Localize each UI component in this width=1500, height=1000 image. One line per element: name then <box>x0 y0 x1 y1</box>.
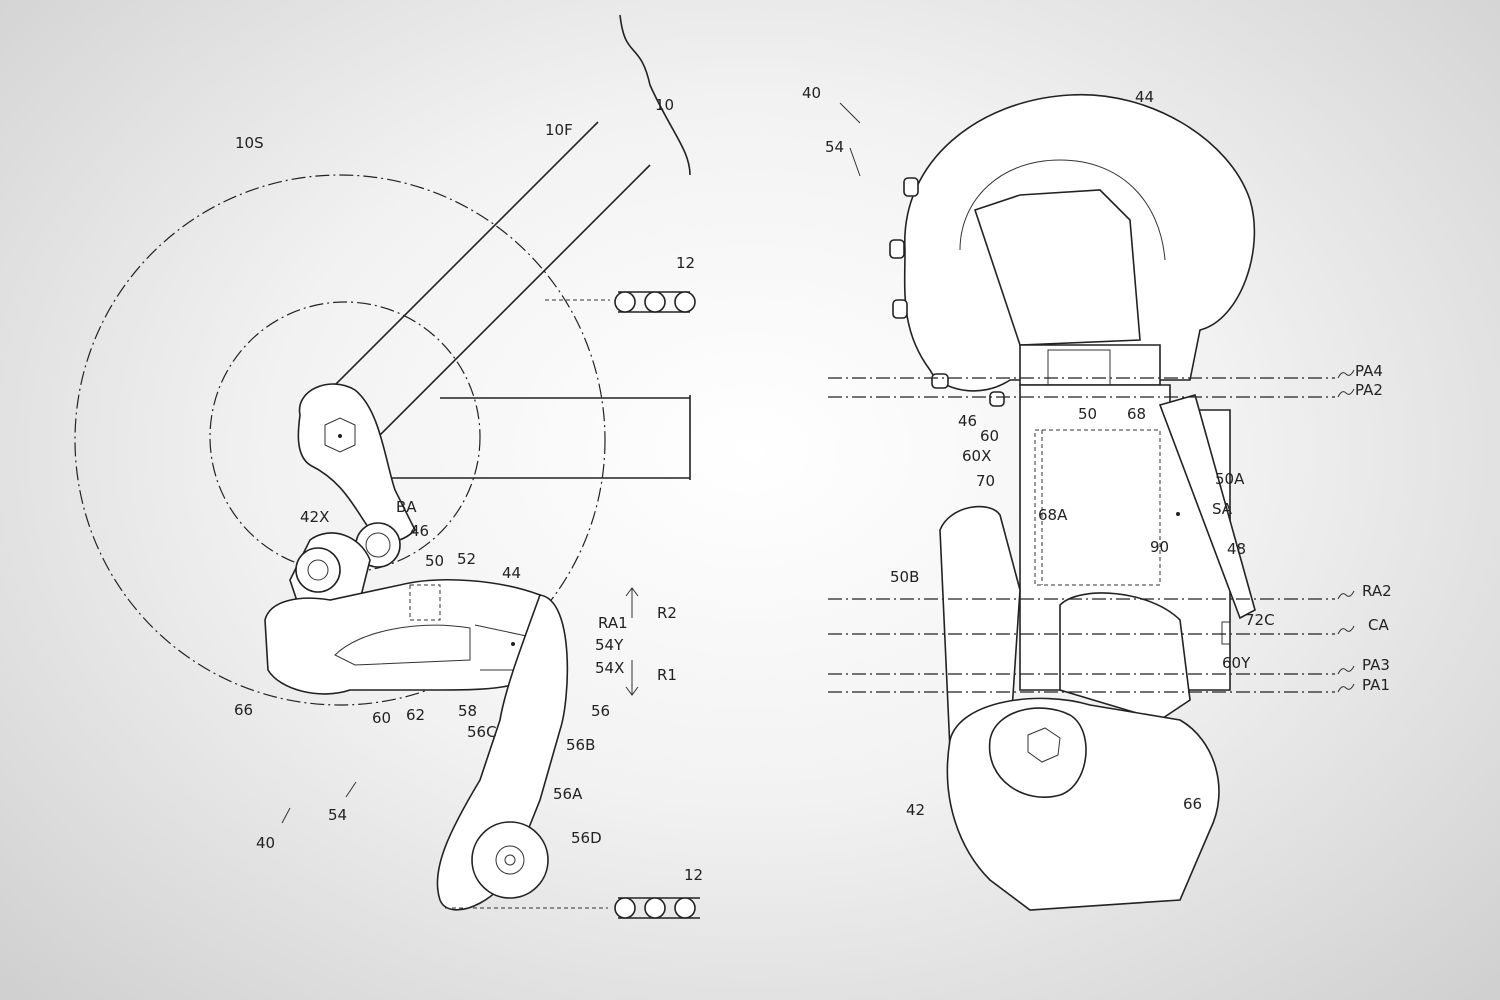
label-10s: 10S <box>235 134 264 152</box>
label-40: 40 <box>256 834 275 852</box>
axis-label-pa1: PA1 <box>1362 676 1390 694</box>
label-60: 60 <box>372 709 391 727</box>
label-50: 50 <box>425 552 444 570</box>
label-50a: 50A <box>1215 470 1245 488</box>
label-68-right: 68 <box>1127 405 1146 423</box>
label-60x: 60X <box>962 447 991 465</box>
sprocket-outline <box>74 174 606 706</box>
label-50-right: 50 <box>1078 405 1097 423</box>
label-58: 58 <box>458 702 477 720</box>
label-10: 10 <box>655 96 674 114</box>
label-sa: SA <box>1212 500 1233 518</box>
label-50b: 50B <box>890 568 919 586</box>
chain-top <box>614 291 696 313</box>
label-62: 62 <box>406 706 425 724</box>
axis-label-ca: CA <box>1368 616 1389 634</box>
label-56d: 56D <box>571 829 602 847</box>
label-60y: 60Y <box>1222 654 1251 672</box>
label-ra1: RA1 <box>598 614 628 632</box>
left-side-view: 10S 10F 10 12 42X BA 46 50 52 44 RA1 R2 … <box>74 14 703 919</box>
axis-lines <box>828 369 1355 693</box>
label-70: 70 <box>976 472 995 490</box>
label-48: 48 <box>1227 540 1246 558</box>
label-72c: 72C <box>1245 611 1275 629</box>
label-54: 54 <box>328 806 347 824</box>
axis-label-pa2: PA2 <box>1355 381 1383 399</box>
rear-derailleur-side <box>264 522 569 911</box>
label-54-right: 54 <box>825 138 844 156</box>
label-46-right: 46 <box>958 412 977 430</box>
label-r1: R1 <box>657 666 677 684</box>
label-ba: BA <box>396 498 417 516</box>
label-54y: 54Y <box>595 636 624 654</box>
label-40-right: 40 <box>802 84 821 102</box>
label-90: 90 <box>1150 538 1169 556</box>
label-60-right: 60 <box>980 427 999 445</box>
label-12-bottom: 12 <box>684 866 703 884</box>
label-44: 44 <box>502 564 521 582</box>
frame <box>297 14 691 543</box>
label-56b: 56B <box>566 736 595 754</box>
label-r2: R2 <box>657 604 677 622</box>
chain-bottom <box>614 897 700 919</box>
label-66-right: 66 <box>1183 795 1202 813</box>
label-12-top: 12 <box>676 254 695 272</box>
axis-label-pa3: PA3 <box>1362 656 1390 674</box>
rear-view: PA4 PA2 RA2 CA PA3 PA1 40 54 44 50 68 46… <box>802 84 1392 911</box>
label-46: 46 <box>410 522 429 540</box>
label-66: 66 <box>234 701 253 719</box>
label-56a: 56A <box>553 785 583 803</box>
label-56: 56 <box>591 702 610 720</box>
label-52: 52 <box>457 550 476 568</box>
axis-label-ra2: RA2 <box>1362 582 1392 600</box>
cog-teeth <box>889 177 1005 407</box>
label-44-right: 44 <box>1135 88 1154 106</box>
label-42x: 42X <box>300 508 329 526</box>
cable-48 <box>1158 394 1256 620</box>
label-42: 42 <box>906 801 925 819</box>
label-10f: 10F <box>545 121 573 139</box>
axis-label-pa4: PA4 <box>1355 362 1383 380</box>
label-68a: 68A <box>1038 506 1068 524</box>
label-56c: 56C <box>467 723 497 741</box>
label-54x: 54X <box>595 659 624 677</box>
